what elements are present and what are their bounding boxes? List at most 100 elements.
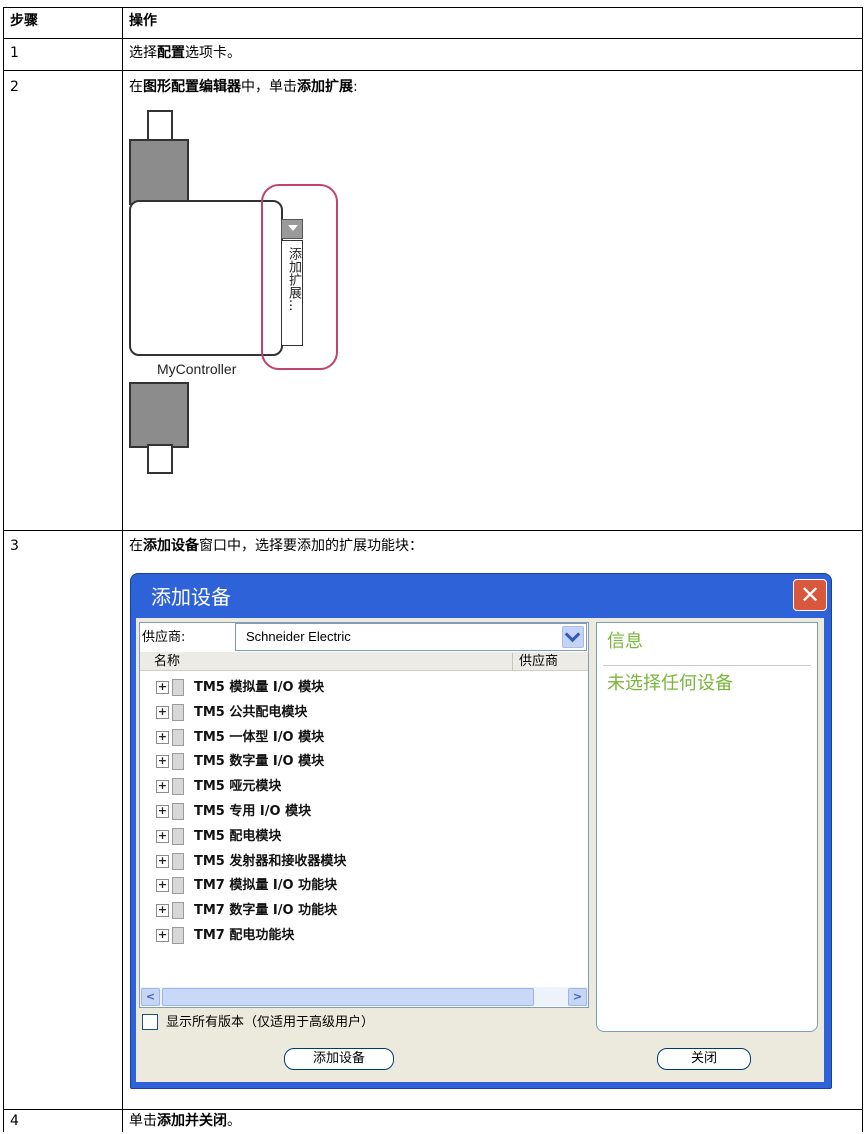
close-button[interactable]: 关闭 <box>657 1048 751 1070</box>
expand-plus-icon[interactable]: + <box>156 704 169 719</box>
bottom-connector-pin <box>147 444 173 474</box>
tree-item-label: TM7 模拟量 I/O 功能块 <box>194 878 338 894</box>
expand-plus-icon[interactable]: + <box>156 927 169 942</box>
table-row: 2 在图形配置编辑器中，单击添加扩展: 添加扩展... MyController <box>3 70 863 531</box>
expand-plus-icon[interactable]: + <box>156 903 169 918</box>
table-row: 1 选择配置选项卡。 <box>3 38 863 71</box>
action-text: 。 <box>227 1113 241 1129</box>
procedure-table: 步骤 操作 1 选择配置选项卡。 2 在图形配置编辑器中，单击添加扩展: 添加扩… <box>3 7 863 1132</box>
device-list-panel: 供应商: Schneider Electric 名称 供应商 + TM5 模拟量 … <box>139 622 589 1008</box>
tree-item[interactable]: + TM7 模拟量 I/O 功能块 <box>140 873 588 898</box>
action-text: 窗口中，选择要添加的扩展功能块： <box>199 538 423 554</box>
top-connector-pin <box>147 110 173 144</box>
header-step: 步骤 <box>3 7 123 39</box>
vendor-select[interactable]: Schneider Electric <box>235 623 587 651</box>
device-icon <box>172 827 184 845</box>
chevron-down-icon[interactable] <box>562 626 584 648</box>
tree-item[interactable]: + TM5 一体型 I/O 模块 <box>140 725 588 750</box>
tree-item[interactable]: + TM7 配电功能块 <box>140 923 588 948</box>
step-action: 在添加设备 窗口中，选择要添加的扩展功能块： 添加设备 ✕ 供应商: Schnei… <box>122 530 863 1110</box>
tree-item[interactable]: + TM5 公共配电模块 <box>140 700 588 725</box>
device-icon <box>172 728 184 746</box>
tree-item-label: TM7 配电功能块 <box>194 927 295 943</box>
step-action: 在图形配置编辑器中，单击添加扩展: 添加扩展... MyController <box>122 70 863 531</box>
device-icon <box>172 852 184 870</box>
bottom-connector-block <box>129 382 189 448</box>
step-number: 3 <box>3 530 123 1110</box>
close-icon[interactable]: ✕ <box>793 579 827 611</box>
expand-plus-icon[interactable]: + <box>156 680 169 694</box>
tree-item-label: TM5 模拟量 I/O 模块 <box>194 680 325 695</box>
show-all-versions-checkbox[interactable] <box>142 1014 158 1030</box>
tree-item-label: TM5 公共配电模块 <box>194 704 308 720</box>
show-all-versions-label: 显示所有版本（仅适用于高级用户） <box>166 1015 375 1030</box>
highlight-outline <box>261 184 338 370</box>
expand-arrow-icon[interactable] <box>281 219 303 239</box>
device-icon <box>172 753 184 771</box>
table-row: 3 在添加设备 窗口中，选择要添加的扩展功能块： 添加设备 ✕ 供应商: Schn… <box>3 530 863 1110</box>
tree-item[interactable]: +TM5 数字量 I/O 模块 <box>140 749 588 774</box>
device-icon <box>172 703 184 721</box>
add-extension-button[interactable]: 添加扩展... <box>281 240 303 346</box>
action-keyword: 图形配置编辑器 <box>143 79 241 95</box>
vendor-label: 供应商: <box>142 630 186 645</box>
table-header-row: 步骤 操作 <box>3 7 863 39</box>
vendor-value: Schneider Electric <box>246 629 351 644</box>
tree-item[interactable]: + TM5 发射器和接收器模块 <box>140 849 588 874</box>
info-text: 未选择任何设备 <box>607 673 733 694</box>
tree-item-label: TM5 专用 I/O 模块 <box>194 803 312 819</box>
expand-plus-icon[interactable]: + <box>156 779 169 794</box>
tree-item-label: TM5 发射器和接收器模块 <box>194 853 347 869</box>
scroll-left-icon[interactable]: < <box>141 988 160 1006</box>
table-row: 4 单击添加并关闭。 <box>3 1109 863 1132</box>
horizontal-scrollbar[interactable]: < > <box>140 987 588 1006</box>
action-text: 选项卡。 <box>185 45 241 61</box>
tree-item[interactable]: + TM5 配电模块 <box>140 824 588 849</box>
add-extension-label: 添加扩展... <box>286 247 301 312</box>
tree-item[interactable]: + TM5 哑元模块 <box>140 774 588 799</box>
tree-item[interactable]: + TM5 专用 I/O 模块 <box>140 799 588 824</box>
expand-plus-icon[interactable]: + <box>156 878 169 893</box>
info-panel: 信息 未选择任何设备 <box>596 622 818 1032</box>
step-action: 单击添加并关闭。 <box>122 1109 863 1132</box>
scroll-thumb[interactable] <box>162 988 534 1006</box>
add-device-dialog: 添加设备 ✕ 供应商: Schneider Electric 名称 供应商 <box>130 573 832 1089</box>
column-name[interactable]: 名称 <box>154 654 181 669</box>
action-text: 选择 <box>129 45 157 61</box>
controller-diagram: 添加扩展... MyController <box>129 110 359 480</box>
device-icon <box>172 926 184 944</box>
tree-item-label: TM5 配电模块 <box>194 828 282 844</box>
device-icon <box>172 802 184 820</box>
device-tree: + TM5 模拟量 I/O 模块 + TM5 公共配电模块 + TM5 一体型 I/O 模… <box>140 675 588 948</box>
step-number: 1 <box>3 38 123 71</box>
action-text: 在 <box>129 538 143 554</box>
device-icon <box>172 902 184 920</box>
add-device-button[interactable]: 添加设备 <box>284 1048 394 1070</box>
dialog-body: 供应商: Schneider Electric 名称 供应商 + TM5 模拟量 … <box>136 618 824 1082</box>
expand-plus-icon[interactable]: + <box>156 729 169 744</box>
action-keyword: 添加扩展 <box>297 79 353 95</box>
expand-plus-icon[interactable]: + <box>156 803 169 818</box>
tree-item-label: TM5 一体型 I/O 模块 <box>194 729 325 745</box>
header-action: 操作 <box>122 7 863 39</box>
info-heading: 信息 <box>607 631 643 652</box>
tree-item-label: TM5 哑元模块 <box>194 779 282 795</box>
device-icon <box>172 778 184 796</box>
expand-plus-icon[interactable]: + <box>156 853 169 868</box>
tree-item[interactable]: + TM5 模拟量 I/O 模块 <box>140 675 588 700</box>
action-text: 中，单击 <box>241 79 297 95</box>
tree-item-label: TM7 数字量 I/O 功能块 <box>194 903 338 919</box>
top-connector-block <box>129 139 189 205</box>
controller-module <box>129 200 283 356</box>
step-number: 2 <box>3 70 123 531</box>
info-divider <box>603 665 811 666</box>
expand-plus-icon[interactable]: + <box>156 754 169 769</box>
step-number: 4 <box>3 1109 123 1132</box>
action-text: 在 <box>129 79 143 95</box>
action-keyword: 添加并关闭 <box>157 1113 227 1129</box>
expand-plus-icon[interactable]: + <box>156 828 169 843</box>
column-vendor[interactable]: 供应商 <box>512 653 558 671</box>
action-keyword: 配置 <box>157 45 185 61</box>
tree-item[interactable]: + TM7 数字量 I/O 功能块 <box>140 898 588 923</box>
scroll-right-icon[interactable]: > <box>568 988 587 1006</box>
